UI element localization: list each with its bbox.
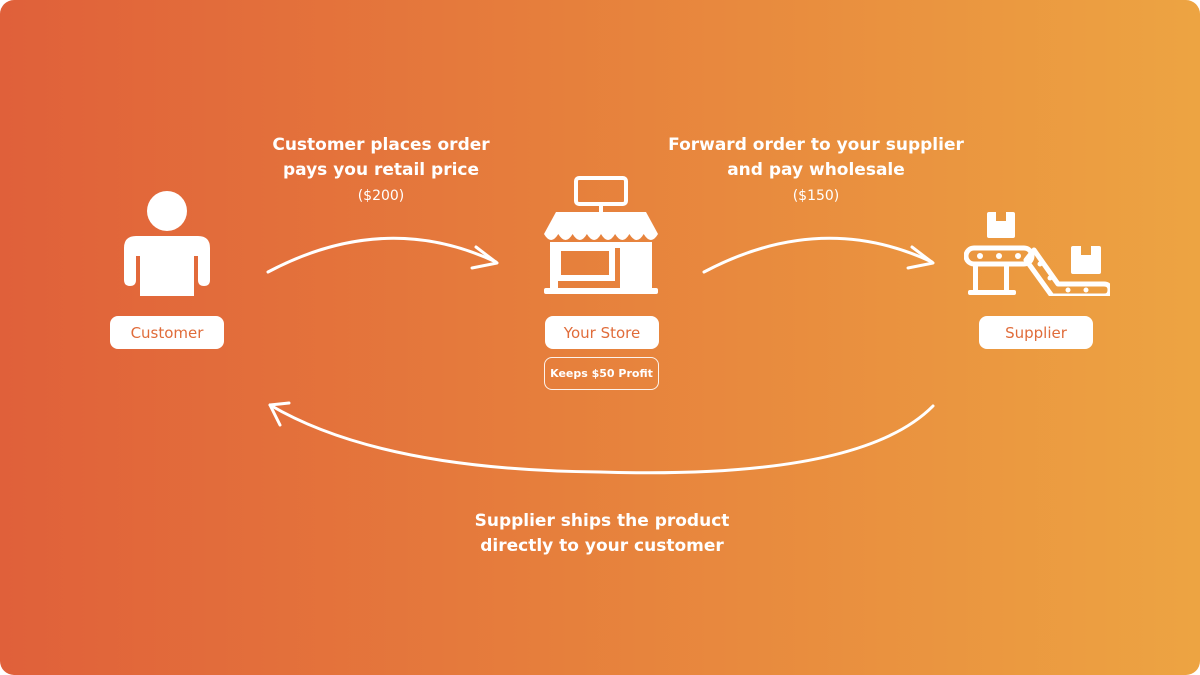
caption-customer-to-store: Customer places order pays you retail pr…	[231, 133, 531, 207]
caption-line-1: Customer places order	[272, 135, 490, 155]
caption-supplier-to-customer: Supplier ships the product directly to y…	[432, 509, 772, 559]
profit-badge: Keeps $50 Profit	[544, 357, 659, 390]
arrow-supplier-to-customer	[268, 403, 935, 475]
arrow-store-to-supplier	[702, 236, 934, 274]
caption-line-2: directly to your customer	[480, 536, 724, 556]
supplier-label: Supplier	[979, 316, 1093, 349]
person-icon	[124, 191, 210, 296]
arrow-customer-to-store	[266, 236, 498, 274]
caption-line-2: pays you retail price	[282, 160, 480, 180]
arrowhead-store-to-supplier	[906, 245, 935, 270]
conveyor-boxes-icon	[964, 212, 1110, 296]
arrowhead-supplier-to-customer	[268, 401, 291, 427]
customer-label: Customer	[110, 316, 224, 349]
caption-line-2: and pay wholesale	[727, 160, 905, 180]
caption-store-to-supplier: Forward order to your supplier and pay w…	[646, 133, 986, 207]
retail-price: ($200)	[357, 188, 405, 204]
arrowhead-customer-to-store	[470, 245, 499, 270]
storefront-icon	[544, 176, 658, 294]
caption-line-1: Supplier ships the product	[474, 511, 730, 531]
caption-line-1: Forward order to your supplier	[668, 135, 964, 155]
wholesale-price: ($150)	[792, 188, 840, 204]
store-label: Your Store	[545, 316, 659, 349]
